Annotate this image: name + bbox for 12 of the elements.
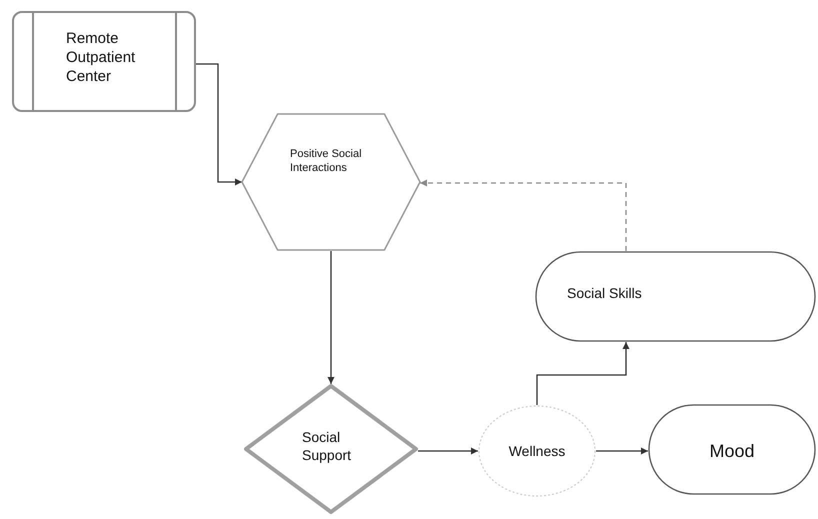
node-label: Social Support [302,429,352,464]
node-label: Positive Social Interactions [290,148,363,176]
arrow [420,180,627,251]
node-label: Mood [708,440,756,462]
arrow [196,63,242,186]
node-label: Wellness [508,443,566,460]
arrow [328,251,334,384]
node-label: Remote Outpatient Center [66,30,136,86]
node-label: Social Skills [567,285,643,302]
arrow [596,448,648,454]
arrow [418,448,478,454]
arrow [536,342,630,405]
